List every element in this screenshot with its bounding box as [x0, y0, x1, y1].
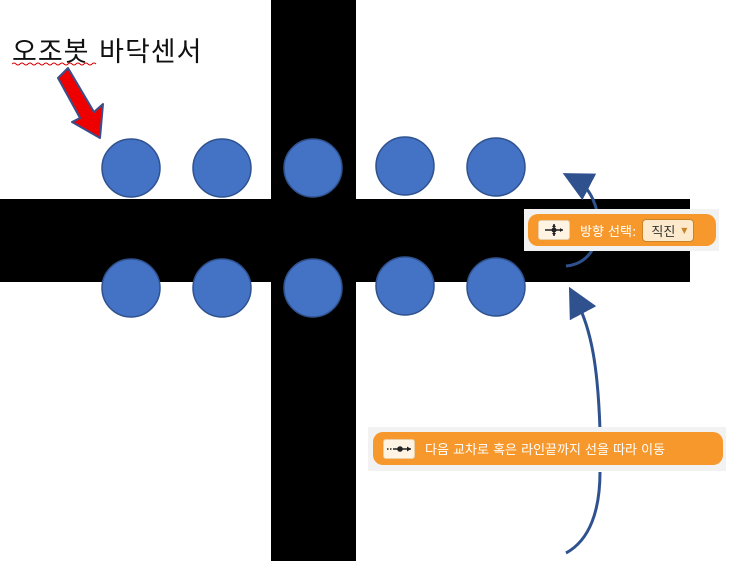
curve-arrow-follow [568, 286, 602, 431]
sensor-circle [101, 258, 161, 318]
sensor-circle [466, 137, 526, 197]
sensor-circle [101, 138, 161, 198]
direction-select-block[interactable]: 방향 선택: 직진 ▼ [528, 214, 716, 246]
sensor-circle [283, 138, 343, 198]
sensor-circle [283, 258, 343, 318]
follow-label: 다음 교차로 혹은 라인끝까지 선을 따라 이동 [425, 443, 666, 458]
sensor-circle [192, 138, 252, 198]
line-follow-icon [383, 438, 415, 459]
sensor-circle [375, 256, 435, 316]
direction-dropdown[interactable]: 직진 ▼ [642, 218, 695, 242]
follow-line-block[interactable]: 다음 교차로 혹은 라인끝까지 선을 따라 이동 [373, 432, 723, 465]
page-title: 오조봇 바닥센서 [12, 37, 203, 68]
bottom-sensor-row [101, 256, 526, 318]
chevron-down-icon: ▼ [681, 225, 688, 235]
direction-label: 방향 선택: [580, 224, 637, 240]
curve-arrow-tail [565, 471, 602, 555]
top-sensor-row [101, 136, 526, 198]
direction-selected-value: 직진 [651, 224, 676, 240]
red-pointer-arrow [57, 67, 104, 139]
sensor-circle [466, 257, 526, 317]
crosshair-arrows-icon [538, 220, 570, 240]
spellcheck-underline [12, 62, 97, 66]
sensor-circle [375, 136, 435, 196]
sensor-circle [192, 258, 252, 318]
